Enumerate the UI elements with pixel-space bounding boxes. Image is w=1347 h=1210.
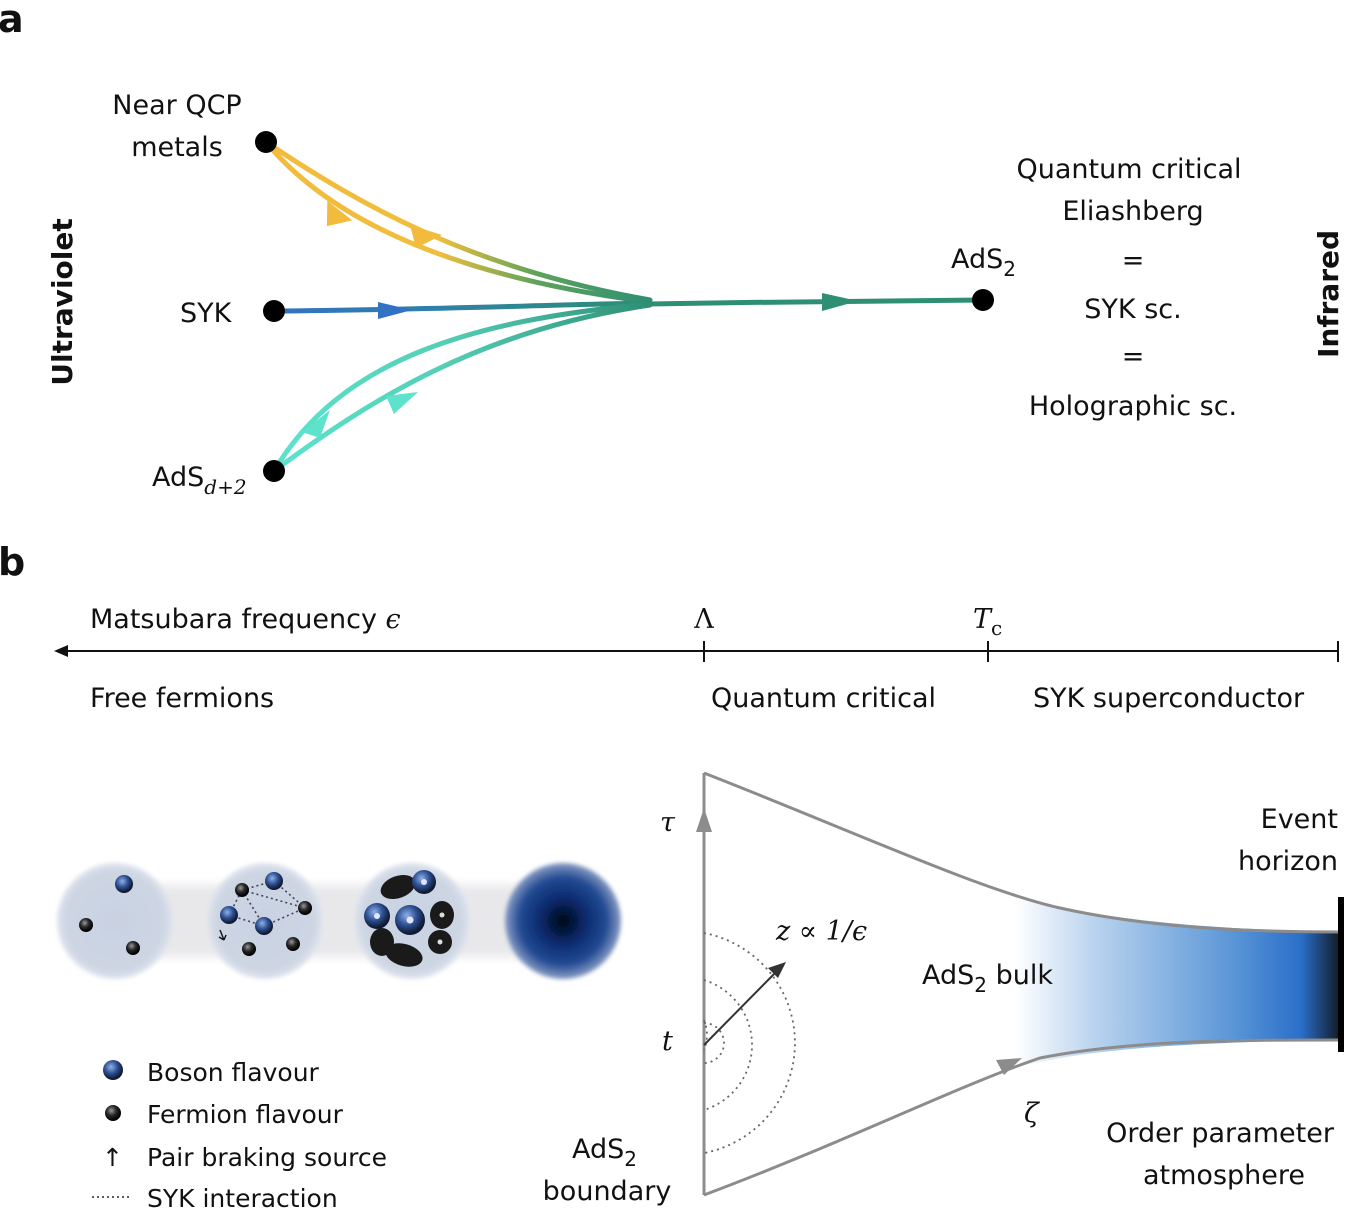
region-syk-superconductor: SYK superconductor xyxy=(1033,683,1305,714)
region-quantum-critical: Quantum critical xyxy=(711,683,936,714)
t-label: t xyxy=(662,1026,673,1057)
node-near-qcp xyxy=(255,131,277,153)
axis-title: Matsubara frequency ϵ xyxy=(90,604,401,635)
flow-merged xyxy=(645,297,985,307)
fermion xyxy=(235,883,249,897)
near-qcp-label-line1: Near QCP xyxy=(112,90,241,121)
tau-arrowhead xyxy=(696,808,712,832)
region-free-fermions: Free fermions xyxy=(90,683,274,714)
boson xyxy=(255,917,273,935)
fermion xyxy=(298,901,312,915)
event-horizon-line2: horizon xyxy=(1238,846,1338,877)
legend-syk-label: SYK interaction xyxy=(147,1184,338,1210)
ads2-boundary-label-line1: AdS2 xyxy=(572,1134,637,1171)
ads2-geometry xyxy=(696,771,1344,1197)
bulk-gradient-region xyxy=(1015,897,1340,1068)
disc-free xyxy=(57,863,173,979)
arrowhead-blue xyxy=(378,302,412,319)
order-parameter-line2: atmosphere xyxy=(1143,1160,1305,1191)
legend-pair-label: Pair braking source xyxy=(147,1143,387,1172)
fermion xyxy=(126,941,140,955)
fermion-pair xyxy=(380,874,416,900)
equiv-eq1: = xyxy=(1122,245,1145,276)
flow-yellow-upper xyxy=(263,139,653,303)
event-horizon-line1: Event xyxy=(1261,804,1338,835)
syk-label: SYK xyxy=(180,298,233,329)
lambda-label: Λ xyxy=(693,604,714,635)
arrowhead-yellow-1 xyxy=(326,200,353,227)
panel-a-label: a xyxy=(0,0,24,41)
fermion-pair xyxy=(385,943,423,967)
z-arrow xyxy=(703,969,779,1046)
arrowhead-merged xyxy=(822,293,858,311)
node-syk xyxy=(263,300,285,322)
node-ads-d2 xyxy=(263,460,285,482)
legend-fermion-label: Fermion flavour xyxy=(147,1100,344,1129)
arrowhead-yellow-2 xyxy=(410,225,442,248)
axis-arrowhead xyxy=(54,645,68,657)
legend-boson-label: Boson flavour xyxy=(147,1058,320,1087)
near-qcp-label-line2: metals xyxy=(131,132,223,163)
arrowhead-cyan-2 xyxy=(386,392,418,414)
disc-condensate xyxy=(505,863,621,979)
flow-cyan-lower xyxy=(271,302,653,474)
boson xyxy=(115,875,133,893)
fermion xyxy=(286,937,300,951)
order-parameter-line1: Order parameter xyxy=(1106,1118,1335,1149)
zeta-arrowhead xyxy=(996,1058,1022,1075)
bulk-upper-edge xyxy=(703,771,1341,934)
tau-label: τ xyxy=(660,807,676,838)
equiv-line2: Eliashberg xyxy=(1062,196,1203,227)
legend-fermion-swatch xyxy=(105,1105,121,1121)
z-relation-label: z ∝ 1/ϵ xyxy=(775,916,867,947)
zeta-label: ζ xyxy=(1024,1098,1040,1129)
legend-boson-swatch xyxy=(103,1060,123,1080)
particle-illustration xyxy=(57,863,621,979)
ultraviolet-label: Ultraviolet xyxy=(46,218,79,385)
equiv-eq2: = xyxy=(1122,341,1145,372)
equiv-line3: SYK sc. xyxy=(1084,294,1181,325)
flow-arrowheads xyxy=(302,200,858,438)
radial-arcs xyxy=(703,932,796,1154)
flow-yellow-lower xyxy=(263,139,653,305)
equivalence-block: Quantum critical Eliashberg = SYK sc. = … xyxy=(1016,154,1241,422)
tc-label: Tc xyxy=(973,604,1002,640)
bulk-lower-edge xyxy=(703,1038,1341,1197)
boson xyxy=(265,872,283,890)
arrowhead-cyan-1 xyxy=(302,410,330,438)
boson xyxy=(220,906,238,924)
fermion xyxy=(79,918,93,932)
equiv-line1: Quantum critical xyxy=(1016,154,1241,185)
disc-connector xyxy=(115,885,575,957)
rg-flow-lines xyxy=(263,139,985,474)
legend: Boson flavour Fermion flavour ↑ Pair bra… xyxy=(92,1058,387,1210)
equiv-line4: Holographic sc. xyxy=(1029,391,1237,422)
z-arrowhead xyxy=(768,962,786,978)
ads2-boundary-label-line2: boundary xyxy=(543,1176,672,1207)
fermion xyxy=(242,942,256,956)
ads2-label: AdS2 xyxy=(951,244,1016,281)
legend-pair-icon: ↑ xyxy=(102,1143,123,1172)
pair-breaking-arrow xyxy=(218,929,227,941)
energy-axis xyxy=(54,641,1339,662)
ads2-bulk-label: AdS2 bulk xyxy=(922,960,1053,997)
ads-d2-label: AdSd+2 xyxy=(152,462,247,499)
fermion-pair xyxy=(370,928,394,956)
flow-cyan-upper xyxy=(271,301,653,474)
flow-blue xyxy=(271,300,653,314)
infrared-label: Infrared xyxy=(1312,230,1345,358)
node-ads2 xyxy=(972,289,994,311)
panel-b-label: b xyxy=(0,540,25,584)
